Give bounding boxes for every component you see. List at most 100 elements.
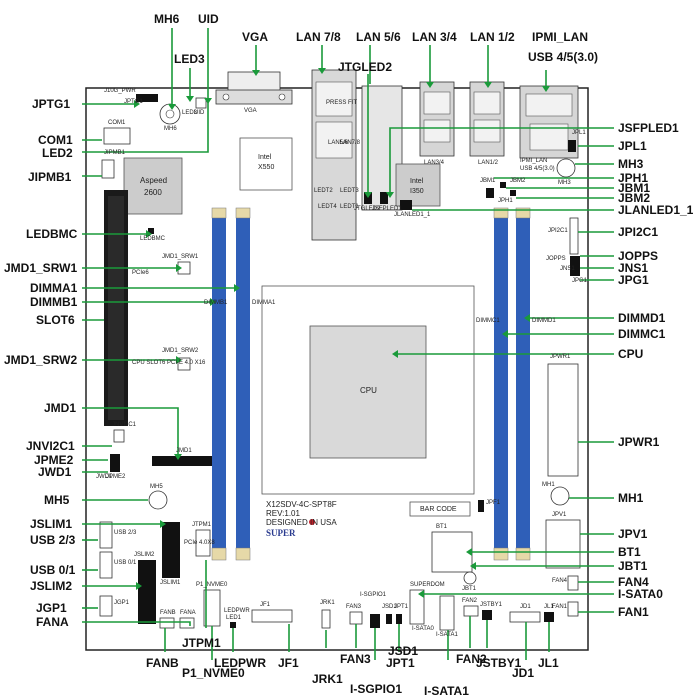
- callout-led3: LED3: [174, 52, 205, 66]
- callout-jgp1: JGP1: [36, 601, 67, 615]
- com1-header: [103, 127, 131, 145]
- jpi2c1-header: [569, 217, 579, 255]
- callout-p1-nvme0: P1_NVME0: [182, 666, 245, 680]
- silk-fan3: FAN3: [346, 604, 362, 610]
- silk-jptg1: JPTG1: [124, 99, 143, 105]
- silk-vga: VGA: [244, 108, 257, 114]
- callout-jtgled2: JTGLED2: [338, 60, 393, 74]
- usb01-header: [99, 551, 113, 579]
- silk-jpt1: JPT1: [394, 604, 409, 610]
- silk-jtgled2: JTGLED2: [354, 206, 381, 212]
- leader-arrowheads: [134, 68, 550, 598]
- silk-isgpio1: I-SGPIO1: [360, 592, 387, 598]
- callout-jbm2: JBM2: [618, 191, 651, 205]
- leader-lines: [82, 28, 614, 660]
- silk-jtpm1: JTPM1: [192, 522, 212, 528]
- lan12-rj45-b: [473, 119, 501, 143]
- jsd1-header: [386, 614, 392, 624]
- bar-code-label: [409, 501, 471, 517]
- board-revision: REV:1.01: [266, 509, 300, 518]
- silk-jpv1: JPV1: [552, 512, 567, 518]
- silk-jslim2: JSLIM2: [134, 552, 155, 558]
- brand-dot: [309, 519, 315, 525]
- callout-ledbmc: LEDBMC: [26, 227, 78, 241]
- mh6-hole-inner: [165, 109, 175, 119]
- dimmb1-latch-top: [211, 207, 227, 219]
- callout-jnvi2c1: JNVI2C1: [26, 439, 75, 453]
- jpme2-jwd1-headers: [110, 454, 120, 472]
- bar-code-text: BAR CODE: [420, 506, 457, 513]
- silk-dimmd1: DIMMD1: [532, 318, 556, 324]
- x550-label-a: Intel: [258, 154, 272, 161]
- callout-ledpwr: LEDPWR: [214, 656, 266, 670]
- silk-isata1: I-SATA1: [436, 632, 458, 638]
- silk-led3: LED3: [182, 110, 198, 116]
- callout-isata0: I-SATA0: [618, 587, 663, 601]
- callout-jmd1-srw2: JMD1_SRW2: [4, 353, 78, 367]
- callout-uid: UID: [198, 12, 219, 26]
- callout-dimma1: DIMMA1: [30, 281, 78, 295]
- board-brand: SUPER: [266, 528, 296, 538]
- silk-dimmb1: DIMMB1: [204, 300, 228, 306]
- jbm2-header: [510, 190, 516, 196]
- callout-usb45: USB 4/5(3.0): [528, 50, 599, 64]
- silk-lan56: LAN5/6: [328, 140, 349, 146]
- silk-jl1: JL1: [544, 604, 554, 610]
- callout-jslim1: JSLIM1: [30, 517, 73, 531]
- mh3-hole: [556, 158, 576, 178]
- jipmb1-header: [101, 159, 115, 179]
- callout-slot6: SLOT6: [36, 313, 75, 327]
- callout-fan3: FAN3: [340, 652, 371, 666]
- dimma1-latch-bottom: [235, 547, 251, 561]
- silk-usb23: USB 2/3: [114, 530, 137, 536]
- silk-jlanled1: JLANLED1_1: [394, 212, 431, 218]
- callout-jbt1: JBT1: [618, 559, 648, 573]
- callout-lan56: LAN 5/6: [356, 30, 401, 44]
- silk-dimma1: DIMMA1: [252, 300, 276, 306]
- silk-jrk1: JRK1: [320, 600, 335, 606]
- silk-ledt3: LEDT3: [340, 188, 359, 194]
- callout-dimmc1: DIMMC1: [618, 327, 666, 341]
- callout-jbm1: JBM1: [618, 181, 651, 195]
- dimmd1-latch-top: [515, 207, 531, 219]
- silk-jsd1: JSD1: [382, 604, 397, 610]
- isata1-connector: [439, 595, 455, 631]
- silk-jslim1: JSLIM1: [160, 580, 181, 586]
- jf1-header: [251, 609, 293, 623]
- jpwr1-connector: [547, 363, 579, 477]
- jslim1-connector: [162, 522, 180, 578]
- i350-label-b: I350: [410, 188, 424, 195]
- fanb-header: [159, 617, 175, 629]
- silk-slot6: CPU SLOT6 PCI-E 4.0 X16: [132, 360, 206, 366]
- callout-fan1: FAN1: [618, 605, 649, 619]
- silk-ledpwr: LEDPWR: [224, 608, 250, 614]
- callout-jf1: JF1: [278, 656, 299, 670]
- callout-jph1: JPH1: [618, 171, 649, 185]
- silk-led1: LED1: [226, 615, 242, 621]
- silk-jbm1: JBM1: [480, 178, 496, 184]
- callout-vga: VGA: [242, 30, 269, 44]
- board-model: X12SDV-4C-SPT8F: [266, 500, 337, 509]
- jpl1-header: [568, 140, 576, 152]
- callout-jl1: JL1: [538, 656, 559, 670]
- vga-screw-left: [222, 93, 230, 101]
- dimma1-slot: [236, 212, 250, 554]
- silk-jbt1: JBT1: [462, 586, 477, 592]
- callout-mh5: MH5: [44, 493, 70, 507]
- callout-jmd1-srw1: JMD1_SRW1: [4, 261, 78, 275]
- callout-lan78: LAN 7/8: [296, 30, 341, 44]
- vga-connector-body: [215, 89, 293, 105]
- callout-jpv1: JPV1: [618, 527, 648, 541]
- lan34-rj45-b: [423, 119, 451, 143]
- silk-jpf1: JPF1: [486, 500, 501, 506]
- silk-jnvi2c1: JNVI2C1: [112, 422, 137, 428]
- callout-lan12: LAN 1/2: [470, 30, 515, 44]
- silk-ledbmc: LEDBMC: [140, 236, 166, 242]
- jd1-header: [509, 611, 541, 623]
- jbm1-header: [500, 182, 506, 188]
- silk-ledt4: LEDT4: [318, 204, 337, 210]
- jbt1-jumper: [463, 571, 477, 585]
- jmd1-srw2-standoff: [177, 357, 191, 371]
- callout-dimmb1: DIMMB1: [30, 295, 78, 309]
